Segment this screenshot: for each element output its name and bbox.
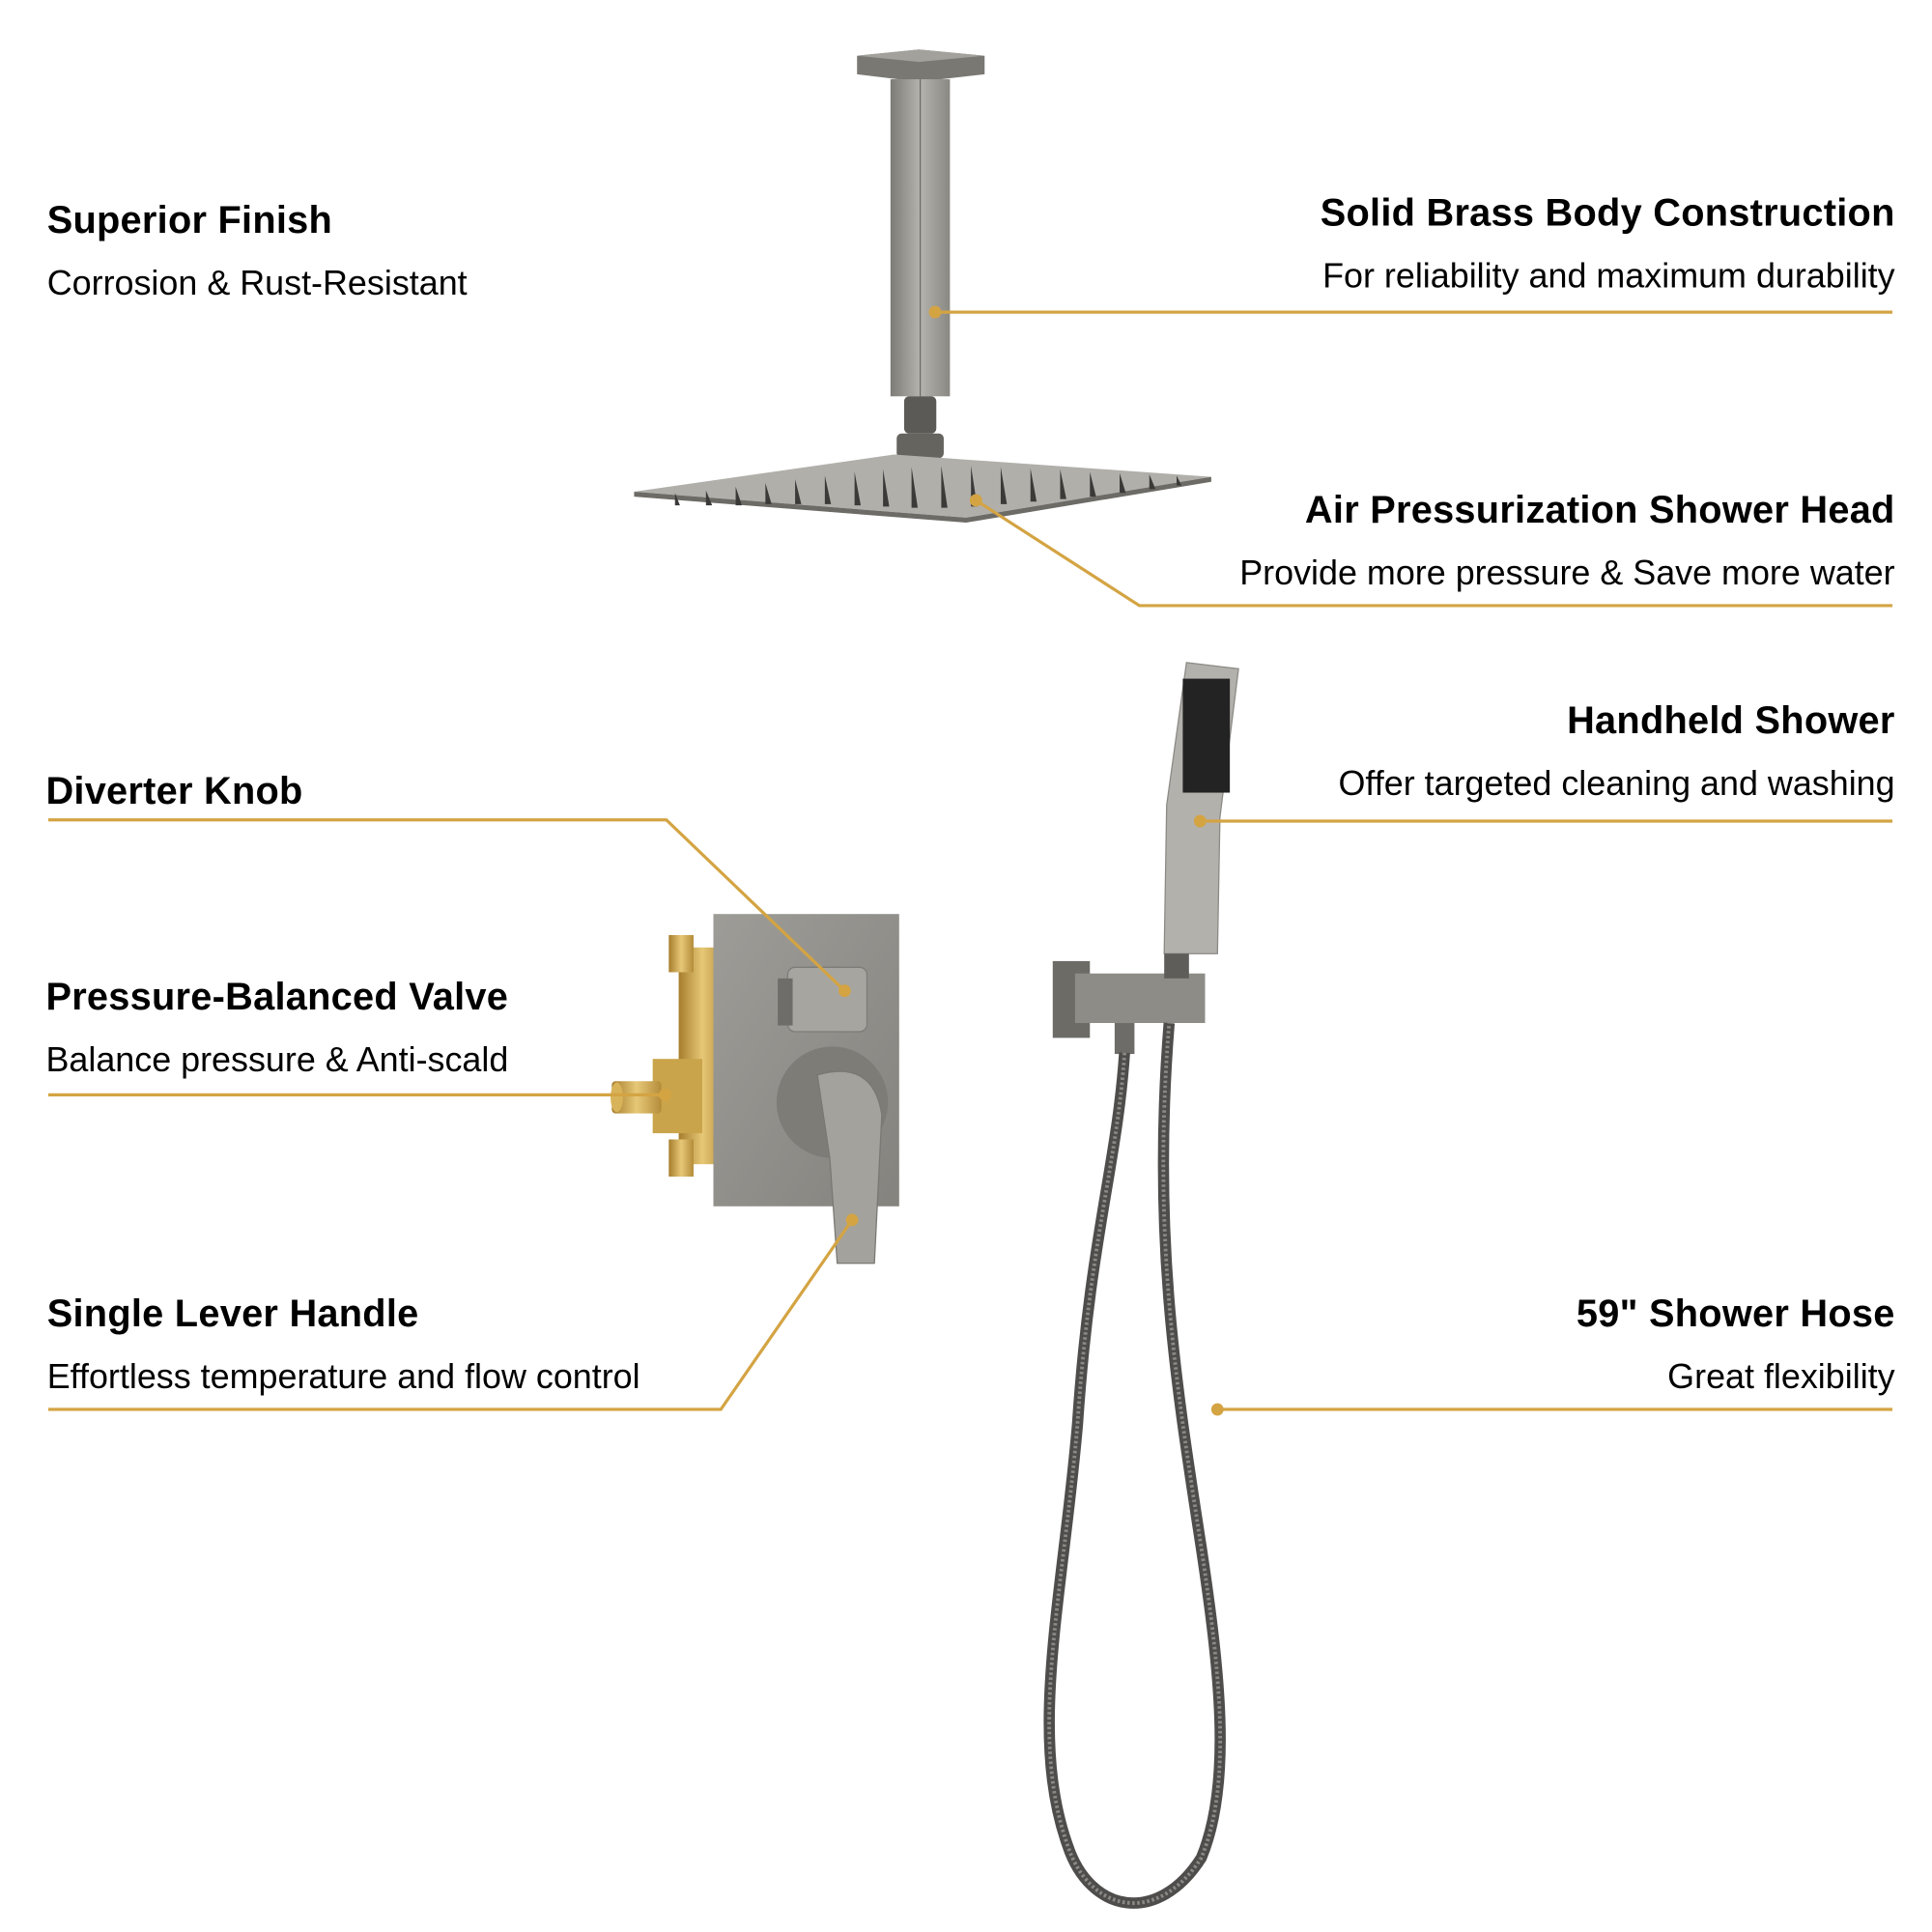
feature-shower-hose: 59" Shower Hose Great flexibility — [1577, 1292, 1895, 1398]
feature-air-pressurization: Air Pressurization Shower Head Provide m… — [1239, 488, 1894, 594]
feature-title: Air Pressurization Shower Head — [1304, 488, 1895, 532]
feature-subtitle: Provide more pressure & Save more water — [1239, 554, 1895, 592]
feature-subtitle: Balance pressure & Anti-scald — [45, 1039, 509, 1079]
callout-air-pressurization — [975, 498, 1893, 608]
handheld-shower — [1052, 662, 1239, 1055]
feature-title: Diverter Knob — [45, 769, 303, 813]
feature-single-lever-handle: Single Lever Handle Effortless temperatu… — [47, 1292, 640, 1398]
feature-title: Solid Brass Body Construction — [1320, 190, 1895, 235]
feature-subtitle: Corrosion & Rust-Resistant — [46, 264, 468, 302]
callout-dots — [659, 305, 1224, 1416]
rain-shower-head — [634, 454, 1211, 524]
feature-subtitle: Great flexibility — [1667, 1357, 1895, 1396]
feature-superior-finish: Superior Finish Corrosion & Rust-Resista… — [47, 198, 468, 304]
feature-solid-brass: Solid Brass Body Construction For reliab… — [1321, 190, 1895, 297]
feature-subtitle: For reliability and maximum durability — [1322, 256, 1895, 296]
valve-assembly — [611, 914, 899, 1264]
feature-subtitle: Effortless temperature and flow control — [46, 1357, 640, 1396]
feature-title: Handheld Shower — [1567, 698, 1895, 742]
feature-pressure-balanced-valve: Pressure-Balanced Valve Balance pressure… — [45, 975, 508, 1081]
feature-subtitle: Offer targeted cleaning and washing — [1338, 764, 1895, 803]
feature-title: 59" Shower Hose — [1576, 1292, 1895, 1336]
callout-lines — [48, 310, 1893, 1411]
feature-title: Single Lever Handle — [46, 1292, 419, 1336]
callout-lever — [48, 1218, 854, 1411]
callout-diverter — [48, 818, 846, 992]
feature-handheld-shower: Handheld Shower Offer targeted cleaning … — [1339, 698, 1895, 805]
ceiling-shower-arm — [857, 49, 985, 459]
feature-title: Pressure-Balanced Valve — [45, 975, 509, 1018]
feature-diverter-knob: Diverter Knob — [45, 769, 302, 813]
feature-title: Superior Finish — [46, 198, 333, 242]
